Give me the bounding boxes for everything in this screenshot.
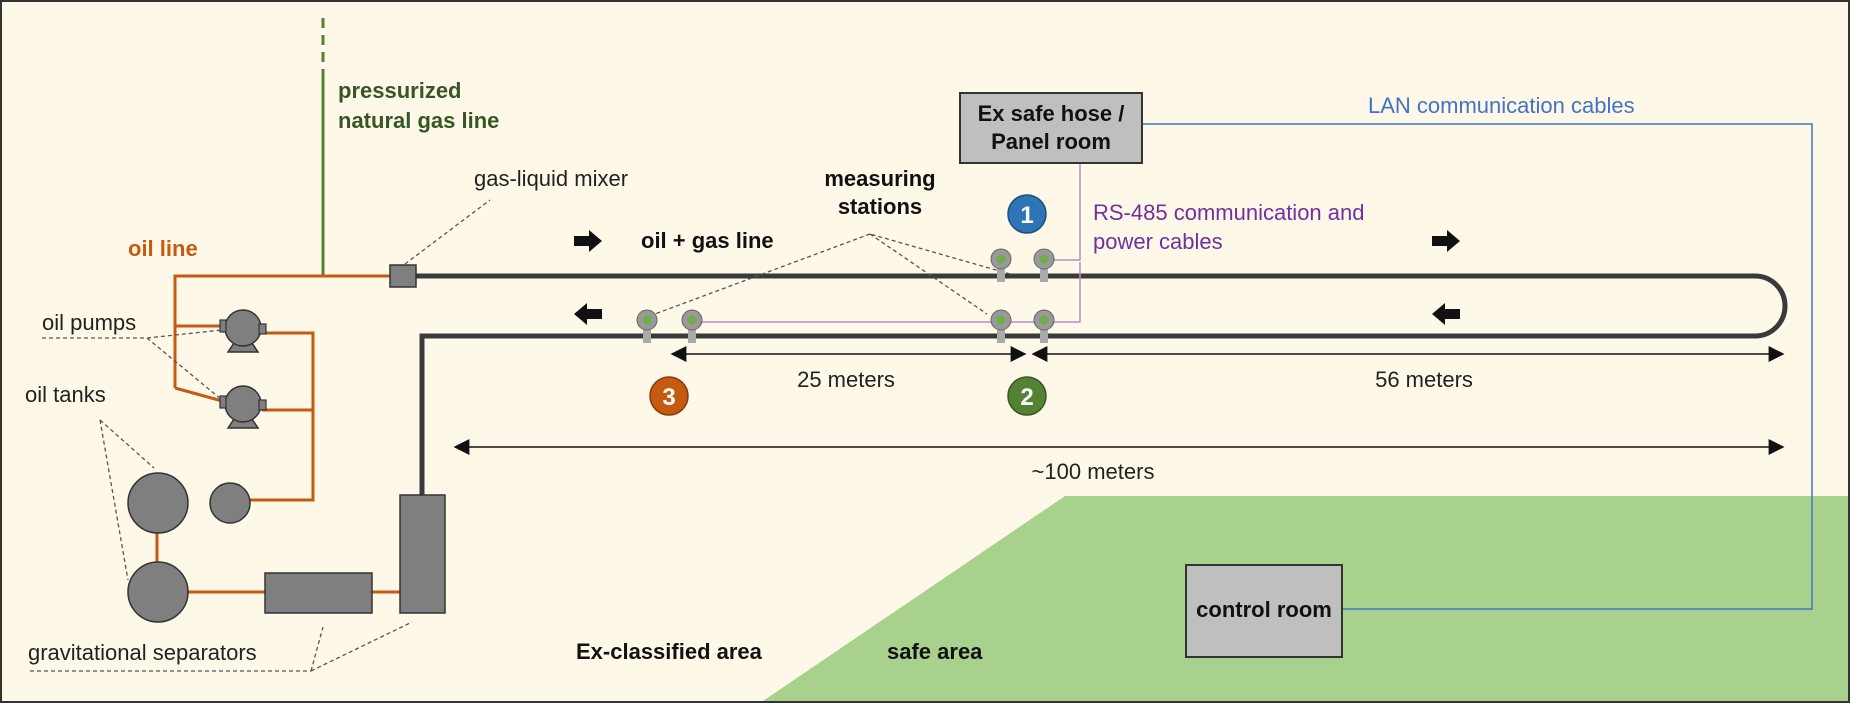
flow-arrow-right-icon xyxy=(1432,230,1460,252)
flow-arrow-left-icon xyxy=(574,303,602,325)
station-badge-3: 3 xyxy=(649,376,689,416)
oil-gas-main-pipe xyxy=(410,273,1788,495)
svg-text:1: 1 xyxy=(1020,202,1033,229)
flow-arrow-left-icon xyxy=(1432,303,1460,325)
gravitational-separator xyxy=(399,494,446,614)
ex-area-label: Ex-classified area xyxy=(576,639,763,664)
separators-label: gravitational separators xyxy=(28,640,257,665)
oil-line-label: oil line xyxy=(128,236,198,261)
safe-area-label: safe area xyxy=(887,639,983,664)
control-room-box xyxy=(1185,564,1343,658)
dimension-lines xyxy=(453,346,1785,455)
rs485-label-1: RS-485 communication and xyxy=(1093,200,1364,225)
flow-arrows xyxy=(574,230,1460,325)
panel-room-label-2: Panel room xyxy=(991,129,1111,154)
gravitational-separator xyxy=(127,561,189,623)
distance-100m-label: ~100 meters xyxy=(1032,459,1155,484)
flow-arrow-right-icon xyxy=(574,230,602,252)
oil-tanks-label: oil tanks xyxy=(25,382,106,407)
panel-room-label-1: Ex safe hose / xyxy=(978,101,1125,126)
measuring-station xyxy=(990,248,1055,282)
oil-tank xyxy=(127,472,189,534)
svg-text:2: 2 xyxy=(1020,384,1033,411)
panel-room-box xyxy=(959,92,1143,164)
gas-liquid-mixer-label: gas-liquid mixer xyxy=(474,166,628,191)
oil-line-network xyxy=(155,274,400,594)
station-badge-2: 2 xyxy=(1007,376,1047,416)
station-badge-1: 1 xyxy=(1007,194,1047,234)
control-room-label: control room xyxy=(1196,597,1332,622)
gas-liquid-mixer xyxy=(389,264,417,288)
lan-label: LAN communication cables xyxy=(1368,93,1635,118)
svg-text:3: 3 xyxy=(662,384,675,411)
measuring-stations-label-1: measuring xyxy=(824,166,935,191)
leader-lines xyxy=(30,199,1011,672)
gas-line-label-2: natural gas line xyxy=(338,108,499,133)
oil-pump xyxy=(219,309,267,353)
lan-cable xyxy=(1142,123,1813,610)
gas-line-label-1: pressurized xyxy=(338,78,462,103)
oil-gas-line-label: oil + gas line xyxy=(641,228,774,253)
measuring-station xyxy=(990,309,1055,343)
oil-pumps-label: oil pumps xyxy=(42,310,136,335)
measuring-station xyxy=(636,309,703,343)
distance-25m-label: 25 meters xyxy=(797,367,895,392)
gravitational-separator xyxy=(264,572,373,614)
oil-pump xyxy=(219,385,267,429)
rs485-label-2: power cables xyxy=(1093,229,1223,254)
distance-56m-label: 56 meters xyxy=(1375,367,1473,392)
measuring-stations-label-2: stations xyxy=(838,194,922,219)
oil-tank xyxy=(209,482,251,524)
